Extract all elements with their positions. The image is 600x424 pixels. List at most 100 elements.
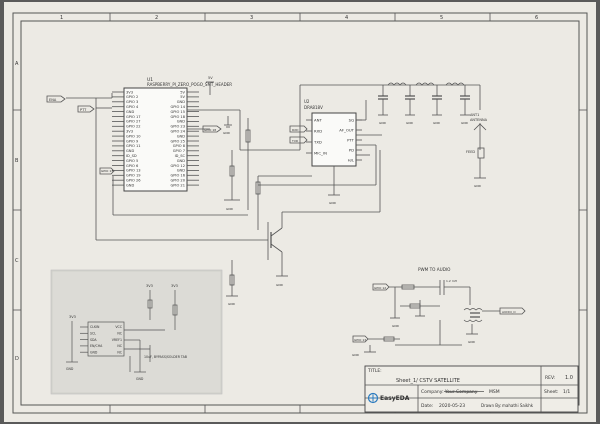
net-label-ena: ENA: [49, 98, 57, 102]
radio-pin-left: MIC_IN: [314, 150, 327, 155]
rpi-pin-left: GPIO 2: [126, 95, 138, 99]
company-label: Company:: [421, 389, 444, 395]
net-label-gpio18: GPIO 18: [204, 128, 216, 132]
rpi-pin-left: GPIO 22: [126, 125, 141, 129]
rpi-pin-right: GPIO 21: [170, 183, 185, 187]
net-flags: ENA PTT GPIO 18 GPIO 13: [46, 95, 222, 175]
rpi-pin-right: GND: [177, 169, 185, 173]
zone-number: 5: [440, 15, 443, 21]
inset-gnd: GND: [66, 367, 74, 371]
rpi-pin-right: GPIO 20: [170, 179, 185, 183]
easyeda-logo: EasyEDA: [367, 392, 410, 404]
net-gnd: GND: [329, 201, 337, 205]
net-label-gpio12: GPIO 12: [374, 286, 386, 290]
drawn-value: mahathi Saikhk: [502, 403, 534, 408]
net-gnd: GND: [223, 131, 231, 135]
radio-pin-right: H/L: [348, 157, 355, 162]
title-label: TITLE:: [367, 368, 382, 374]
sheet-label: Sheet:: [544, 389, 559, 395]
inset-pin-right: VCC: [115, 325, 122, 329]
rpi-ref: U1: [147, 77, 153, 83]
rpi-pin-left: ID_SD: [126, 154, 137, 158]
net-label-audio-out: AUDIO_O: [502, 310, 516, 314]
drawn-label: Drawn By:: [481, 403, 501, 408]
inset-pin-left: GND: [90, 350, 98, 354]
rpi-part: RASPBERRY_PI_ZERO_POGO_SMT_HEADER: [147, 82, 232, 87]
rpi-pin-right: GPIO 25: [170, 139, 185, 143]
zone-number: 4: [345, 15, 348, 21]
radio-part: DRA818V: [304, 105, 323, 110]
net-label-gpio13b: GPIO 13: [354, 338, 366, 342]
radio-pin-right: SQ: [349, 117, 354, 122]
radio-pin-right: PTT: [347, 137, 355, 142]
net-label-gpio13: GPIO 13: [101, 169, 113, 173]
inset-pin-left: SCL: [90, 332, 96, 336]
rpi-pin-left: GPIO 5: [126, 159, 138, 163]
dra818v-module: U2 DRA818V ANTRXDTXDMIC_INSQAF_OUTPTTPDH…: [258, 84, 480, 205]
net-gnd: GND: [276, 283, 284, 287]
zone-number: 3: [250, 15, 253, 21]
rpi-pin-left: GPIO 10: [126, 134, 141, 138]
rpi-pin-right: GND: [177, 120, 185, 124]
zone-letter: B: [15, 158, 19, 164]
rpi-pin-left: GPIO 27: [126, 120, 141, 124]
rpi-pin-left: GPIO 4: [126, 105, 139, 109]
inset-pin-left: CLKIN: [90, 325, 100, 329]
rpi-pin-left: GND: [126, 149, 134, 153]
radio-pin-right: PD: [349, 147, 354, 152]
rpi-pin-left: 3V3: [126, 130, 133, 134]
zone-number: 1: [60, 15, 63, 21]
rpi-pin-right: GPIO 14: [170, 105, 185, 109]
rev-label: REV:: [545, 375, 555, 381]
rpi-pin-right: GPIO 23: [170, 125, 185, 129]
inset-pin-right: VREF1: [112, 338, 122, 342]
inset-chip: [87, 321, 125, 357]
inset-pin-left: EN/CHA: [90, 344, 103, 348]
inset-3v3: 3V3: [146, 284, 153, 288]
radio-pin-left: TXD: [313, 139, 322, 144]
zone-letter: D: [15, 356, 19, 362]
rpi-pin-left: GPIO 3: [126, 100, 138, 104]
inset-3v3: 3V3: [171, 284, 178, 288]
net-gnd: GND: [228, 302, 236, 306]
inset-photo: 3V3 3V3 3V3 GND CLKINSCLSDAEN/CHAGNDVCCN…: [50, 269, 223, 395]
rpi-wiring: [66, 93, 268, 241]
date-value: 2020-05-23: [439, 403, 465, 409]
net-gnd: GND: [392, 324, 400, 328]
zone-number: 2: [155, 15, 158, 21]
rpi-pin-left: 3V3: [126, 90, 133, 94]
net-gnd: GND: [352, 353, 360, 357]
audio-section: PWM TO AUDIO GPIO 12 1.2 mH GND GPIO 13 …: [352, 267, 526, 357]
rev-value: 1.0: [565, 375, 573, 381]
antenna-feed: FEED: [466, 150, 475, 154]
net-label-rxd: RXD: [292, 128, 299, 132]
rpi-pin-right: GPIO 8: [173, 144, 186, 148]
rpi-pin-left: GPIO 19: [126, 174, 141, 178]
rpi-pin-left: GPIO 9: [126, 139, 139, 143]
net-gnd: GND: [433, 121, 441, 125]
rpi-pin-left: GPIO 6: [126, 164, 139, 168]
rpi-pin-right: GND: [177, 159, 185, 163]
rpi-pin-right: GND: [177, 134, 185, 138]
rpi-pin-right: GPIO 15: [170, 110, 185, 114]
inset-note: 10uF, BYPASS/SOLDER TAB: [144, 355, 187, 359]
radio-pin-left: RXD: [314, 128, 322, 133]
rpi-pin-right: 5V: [180, 90, 185, 94]
inset-pin-left: SDA: [90, 338, 97, 342]
antenna: ANT1 ANTENNA FEED GND: [466, 113, 488, 188]
inset-paper: [50, 269, 223, 395]
net-gnd: GND: [379, 121, 387, 125]
net-gnd: GND: [461, 121, 469, 125]
transistor: GND GND: [226, 150, 381, 306]
sheet-title: Sheet_1/ CSTV SATELLITE: [396, 378, 460, 384]
rpi-header: U1 RASPBERRY_PI_ZERO_POGO_SMT_HEADER 3V3…: [112, 77, 232, 192]
antenna-ref: ANT1: [470, 113, 479, 117]
rpi-pin-left: GPIO 11: [126, 144, 141, 148]
rpi-pin-right: ID_SC: [175, 154, 186, 158]
rpi-pin-right: 5V: [180, 95, 185, 99]
rpi-pin-right: GPIO 24: [170, 130, 185, 134]
rpi-pin-right: GPIO 12: [170, 164, 185, 168]
rpi-pin-right: GND: [177, 100, 185, 104]
